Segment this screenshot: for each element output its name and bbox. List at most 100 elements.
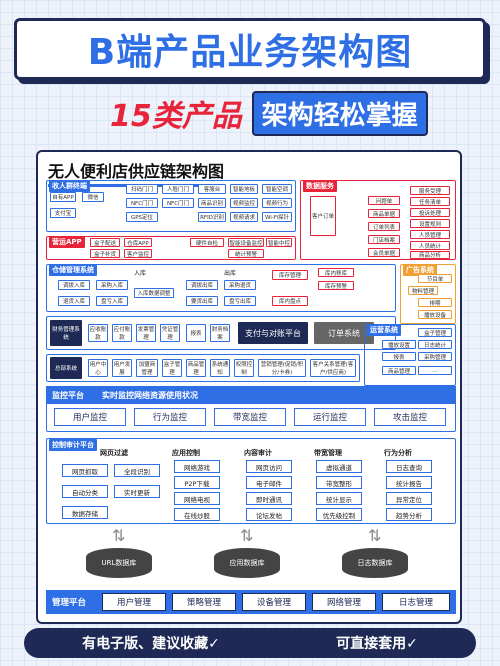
node: 用户发展 [112, 359, 132, 377]
node: 播放设备 [418, 310, 452, 319]
node: 用户中心 [88, 359, 108, 377]
node: RFID识别 [198, 212, 226, 222]
group-title: 网页过滤 [100, 449, 128, 457]
service-section: 数据服务 [300, 180, 456, 260]
node: 播放设置 [382, 340, 416, 349]
main-title: B端产品业务架构图 [14, 18, 486, 80]
node: 商品单据 [368, 209, 400, 218]
node: 订单列表 [368, 222, 400, 231]
node: 会员单据 [368, 248, 400, 257]
finance-label: 财务管理系统 [50, 320, 82, 346]
node: 营销管理(促销/积分/卡券) [258, 359, 306, 377]
node: 设置规则 [410, 219, 450, 228]
order-system: 订单系统 [314, 322, 374, 344]
node: 盒子配送 [90, 238, 120, 247]
audit-item: 趋势分析 [386, 508, 432, 521]
ops-section: 运营系统 [364, 324, 456, 386]
audit-item: 电子邮件 [246, 476, 292, 489]
node: 报表 [382, 352, 416, 361]
group-title: 带宽管理 [314, 449, 342, 457]
node: NFC门门 [162, 198, 194, 208]
node: 视频监控 [230, 198, 258, 208]
node: 智能中控 [266, 238, 292, 247]
node: 智能设备监控 [228, 238, 264, 247]
ops-app-label: 营运APP [49, 236, 85, 248]
group-title: 应用控制 [172, 449, 200, 457]
node: 应付账款 [112, 324, 132, 342]
node: 盒子补货 [90, 249, 120, 258]
audit-item: 优先级控制 [316, 508, 362, 521]
node: 库内盘点 [272, 296, 308, 306]
warehouse-section: 仓储管理系统 [46, 264, 396, 312]
node: 要货出库 [186, 296, 218, 306]
node: 视频请求 [230, 212, 258, 222]
architecture-sheet: 无人便利店供应链架构图 收人群终端 自有APP 微信 支付宝 扫码门门 人脸门门… [36, 150, 462, 624]
footer-item: 用户管理 [102, 593, 166, 611]
node: GPS定位 [126, 212, 158, 222]
node: 凭证管理 [160, 324, 180, 342]
node: 商品管理 [382, 366, 416, 375]
node: 采购退货 [224, 280, 256, 290]
node: 人员统计 [410, 241, 450, 250]
audit-item: 网络游戏 [174, 460, 220, 473]
node: Wi-Fi探针 [262, 212, 292, 222]
audit-item: 异常定位 [386, 492, 432, 505]
audit-item: 在线炒股 [174, 508, 220, 521]
inbound-label: 入库 [134, 270, 147, 277]
monitor-item: 行为监控 [134, 408, 206, 426]
hq-section [46, 354, 360, 382]
node: 客户订单 [310, 196, 336, 236]
node: 发票管理 [136, 324, 156, 342]
audit-item: 网页访问 [246, 460, 292, 473]
app-database-icon: 应用数据库 [214, 548, 280, 578]
node: 权限控制 [234, 359, 254, 377]
node: 库内移库 [318, 268, 354, 277]
node: 采购入库 [96, 280, 128, 290]
audit-item: 实时更新 [114, 485, 160, 498]
node: 应收账款 [88, 324, 108, 342]
node: 盘亏出库 [224, 296, 256, 306]
node: 库存管理 [272, 270, 308, 280]
audit-item: 带宽整形 [316, 476, 362, 489]
node: 任务清单 [410, 197, 450, 206]
arrow-icon: ⇅ [240, 526, 254, 545]
monitor-bar: 监控平台 实时监控网络资源使用状况 [46, 386, 456, 404]
node: 盒子管理 [162, 359, 182, 377]
subtitle-blue: 架构轻松掌握 [251, 90, 428, 136]
ops-label: 运营系统 [367, 324, 401, 336]
footer-item: 网络管理 [312, 593, 376, 611]
arrow-icon: ⇅ [112, 526, 126, 545]
monitor-item: 运行监控 [294, 408, 366, 426]
bottom-banner: 有电子版、建议收藏✓ 可直接套用✓ [24, 628, 476, 658]
node: 硬件自检 [190, 238, 224, 247]
monitor-item: 用户监控 [54, 408, 126, 426]
group-title: 内容审计 [244, 449, 272, 457]
audit-item: 统计报告 [386, 476, 432, 489]
node: 支付宝 [50, 208, 76, 218]
node: 入库数据调整 [134, 288, 174, 298]
audit-section: 控制审计平台 [46, 438, 456, 524]
node: 投诉处理 [410, 208, 450, 217]
node: 退货入库 [58, 296, 90, 306]
monitor-label: 监控平台 [52, 390, 84, 400]
bottom-right-text: 可直接套用✓ [336, 636, 418, 652]
audit-item: 论坛发帖 [246, 508, 292, 521]
node: 库存预警 [318, 281, 354, 290]
bottom-left-text: 有电子版、建议收藏✓ [82, 636, 220, 652]
node: 物料管理 [408, 286, 438, 295]
node: 人脸门门 [162, 184, 194, 194]
payment-platform: 支付与对账平台 [238, 322, 308, 344]
ad-section-label: 广告系统 [403, 264, 437, 276]
node: 盒子管理 [418, 328, 452, 337]
monitor-item: 攻击监控 [374, 408, 446, 426]
audit-item: 网页抓取 [62, 464, 108, 477]
node: 商品分析 [410, 251, 450, 259]
node: 调拨出库 [186, 280, 218, 290]
arrow-icon: ⇅ [368, 526, 382, 545]
node: 客服台 [198, 184, 226, 194]
footer-item: 设备管理 [242, 593, 306, 611]
audit-item: 虚拟通道 [316, 460, 362, 473]
node: 人员管理 [410, 230, 450, 239]
node: 客户监控 [124, 249, 152, 258]
monitor-sublabel: 实时监控网络资源使用状况 [102, 390, 198, 400]
